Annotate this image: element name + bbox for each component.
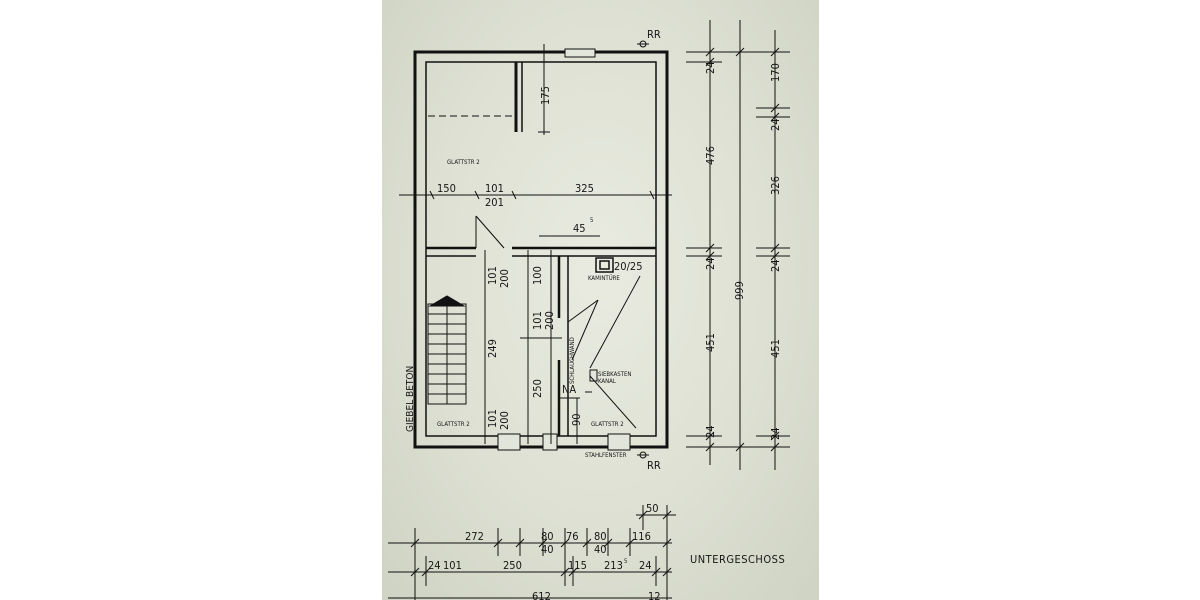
dim-101c: 101 [531,311,544,330]
dim-right-24a: 24 [704,257,717,270]
dim-bottom-116: 116 [632,530,651,543]
dim-90: 90 [570,413,583,426]
wall-label: GIEBEL BETON [405,366,416,432]
dim-bottom-40a: 40 [541,543,554,556]
right-dimension-lines [686,20,790,470]
bottom-dimension-lines [388,505,676,600]
plan-photo [382,0,819,600]
rr-markers [637,40,649,459]
schlauchwand-label: SCHLAUCHWAND [569,337,576,384]
dim-right-24e: 24 [769,427,782,440]
dim-right-476: 476 [704,146,717,165]
dim-right-top: 24 [704,61,717,74]
dim-101b: 101 [486,266,499,285]
dim-top-50: 50 [646,502,659,515]
kamin-size-label: 20/25 [614,260,643,273]
dim-325: 325 [575,182,594,195]
dim-right-24c: 24 [769,118,782,131]
stahlfenster-label: STAHLFENSTER [585,452,627,459]
room-lower-right-label: GLATTSTR 2 [591,421,624,428]
dim-bottom-101: 101 [443,559,462,572]
dim-bottom-24a: 24 [428,559,441,572]
dim-right-451b: 451 [769,339,782,358]
dim-101d: 101 [486,409,499,428]
dim-101a: 101 [485,182,504,195]
dim-right-451: 451 [704,333,717,352]
dim-150: 150 [437,182,456,195]
room-upper-label: GLATTSTR 2 [447,159,480,166]
dim-175: 175 [539,86,552,105]
dim-201: 201 [485,196,504,209]
dim-45-sup: 5 [590,217,593,224]
dim-249: 249 [486,339,499,358]
dim-right-24b: 24 [704,425,717,438]
dim-200d: 200 [498,411,511,430]
dim-bottom-24b: 24 [639,559,652,572]
drawing-title: UNTERGESCHOSS [690,553,785,566]
dim-bottom-12: 12 [648,590,661,600]
dim-right-170: 170 [769,63,782,82]
door-swings [475,215,641,429]
interior-dimension-lines [399,44,672,444]
dim-right-999: 999 [733,281,746,300]
dim-200b: 200 [498,269,511,288]
dim-250: 250 [531,379,544,398]
dim-right-24d: 24 [769,259,782,272]
rr-bottom-label: RR [647,459,661,472]
dim-bottom-76: 76 [566,530,579,543]
dim-bottom-250: 250 [503,559,522,572]
dim-45: 45 [573,222,586,235]
dim-right-326: 326 [769,176,782,195]
na-label: NA [562,383,576,396]
dim-bottom-80a: 80 [541,530,554,543]
siebkasten-label: SIEBKASTEN [598,371,631,378]
siebkasten-box [589,369,598,382]
room-lower-left-label: GLATTSTR 2 [437,421,470,428]
dim-bottom-213: 213 [604,559,623,572]
dim-100: 100 [531,266,544,285]
dim-bottom-612: 612 [532,590,551,600]
rr-top-label: RR [647,28,661,41]
chimney [595,257,614,273]
dim-bottom-213-sup: 5 [624,558,627,565]
dim-bottom-272: 272 [465,530,484,543]
kamintuere-label: KAMINTÜRE [588,275,620,282]
dim-200c: 200 [543,311,556,330]
dim-bottom-80b: 80 [594,530,607,543]
dim-bottom-115: 115 [568,559,587,572]
plan-labels: RR RR GLATTSTR 2 GLATTSTR 2 GLATTSTR 2 2… [405,28,785,600]
windows [497,48,631,451]
stair [427,295,467,405]
dim-bottom-40b: 40 [594,543,607,556]
kanal-label: KANAL [598,378,616,385]
